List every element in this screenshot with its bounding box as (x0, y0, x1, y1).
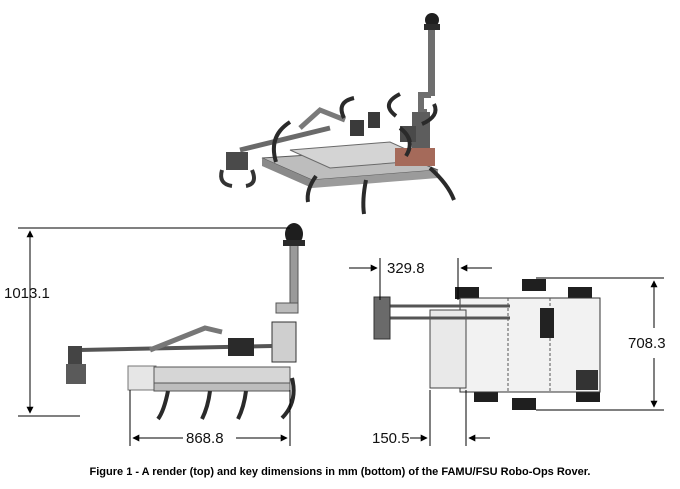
dimension-length (129, 390, 291, 446)
dim-label-length: 868.8 (186, 430, 224, 447)
dim-label-width: 708.3 (628, 335, 666, 352)
dim-label-bottom-offset: 150.5 (372, 430, 410, 447)
rover-side-view (66, 223, 305, 421)
dim-label-top-offset: 329.8 (387, 260, 425, 277)
dimension-width (536, 277, 664, 411)
rover-top-view (373, 279, 601, 410)
rover-render-top (219, 13, 456, 215)
dim-label-height: 1013.1 (4, 285, 50, 302)
dimension-height (18, 227, 290, 417)
dimension-top-offset (349, 258, 492, 300)
dimension-bottom-offset (410, 390, 490, 446)
figure-caption: Figure 1 - A render (top) and key dimens… (89, 466, 591, 478)
